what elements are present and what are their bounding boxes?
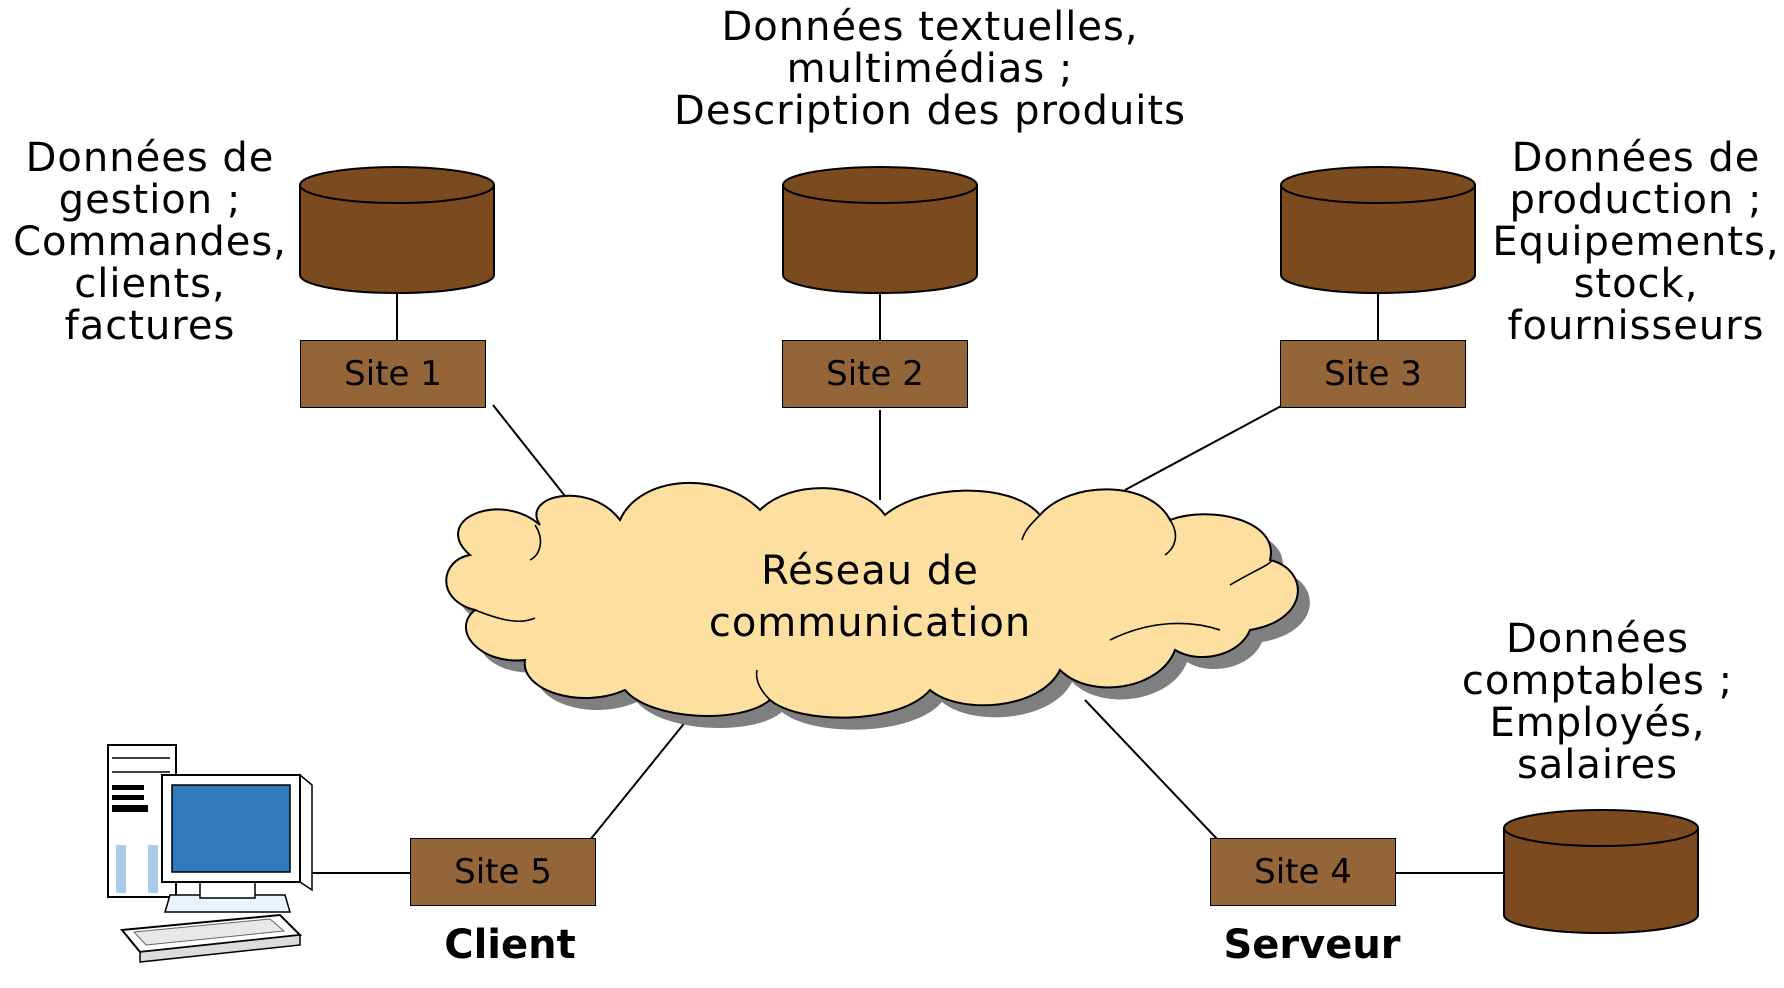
description-db4-line: Données [1505, 616, 1690, 662]
site-3-label: Site 3 [1324, 354, 1422, 394]
description-db4-line: comptables ; [1461, 658, 1734, 704]
site-2-node: Site 2 [782, 340, 968, 408]
description-db2-line: Données textuelles, [721, 4, 1139, 50]
description-db3-line: production ; [1509, 177, 1763, 223]
site-1-label: Site 1 [344, 354, 442, 394]
cloud-body [445, 481, 1299, 719]
description-db1-line: gestion ; [58, 177, 242, 223]
cloud-inner-curves [474, 514, 1273, 701]
network-label: Réseau de communication [640, 545, 1100, 649]
database-1 [299, 166, 495, 294]
site4-network-link [1084, 699, 1219, 841]
description-db2: Données textuelles, multimédias ; Descri… [630, 6, 1230, 132]
network-cloud [445, 481, 1310, 730]
description-db1-line: Commandes, [13, 219, 287, 265]
site-4-node: Site 4 [1210, 838, 1396, 906]
site-1-node: Site 1 [300, 340, 486, 408]
site-2-label: Site 2 [826, 354, 924, 394]
description-db2-line: Description des produits [674, 88, 1186, 134]
description-db3-line: Equipements, [1492, 219, 1780, 265]
site-3-node: Site 3 [1280, 340, 1466, 408]
description-db4-line: salaires [1516, 742, 1679, 788]
description-db2-line: multimédias ; [786, 46, 1074, 92]
site3-network-link [1124, 404, 1284, 491]
description-db4: Données comptables ; Employés, salaires [1440, 618, 1755, 786]
description-db4-line: Employés, [1489, 700, 1706, 746]
description-db1-line: factures [64, 303, 236, 349]
site5-network-link [589, 709, 696, 841]
description-db3-line: fournisseurs [1507, 303, 1765, 349]
database-3 [1280, 166, 1476, 294]
site-5-node: Site 5 [410, 838, 596, 906]
description-db3-line: stock, [1573, 261, 1699, 307]
description-db1-line: Données de [25, 135, 275, 181]
database-2 [782, 166, 978, 294]
network-label-line1: Réseau de [761, 548, 979, 594]
description-db3-line: Données de [1511, 135, 1761, 181]
description-db1: Données de gestion ; Commandes, clients,… [5, 137, 295, 347]
site-4-label: Site 4 [1254, 852, 1352, 892]
description-db3: Données de production ; Equipements, sto… [1488, 137, 1784, 347]
server-role-label: Serveur [1223, 922, 1401, 968]
network-label-line2: communication [708, 600, 1032, 646]
database-4 [1503, 809, 1699, 934]
description-db1-line: clients, [74, 261, 226, 307]
site-5-label: Site 5 [454, 852, 552, 892]
client-role-label: Client [444, 922, 576, 968]
connector-lines [312, 293, 1504, 874]
client-computer-icon [107, 744, 313, 963]
